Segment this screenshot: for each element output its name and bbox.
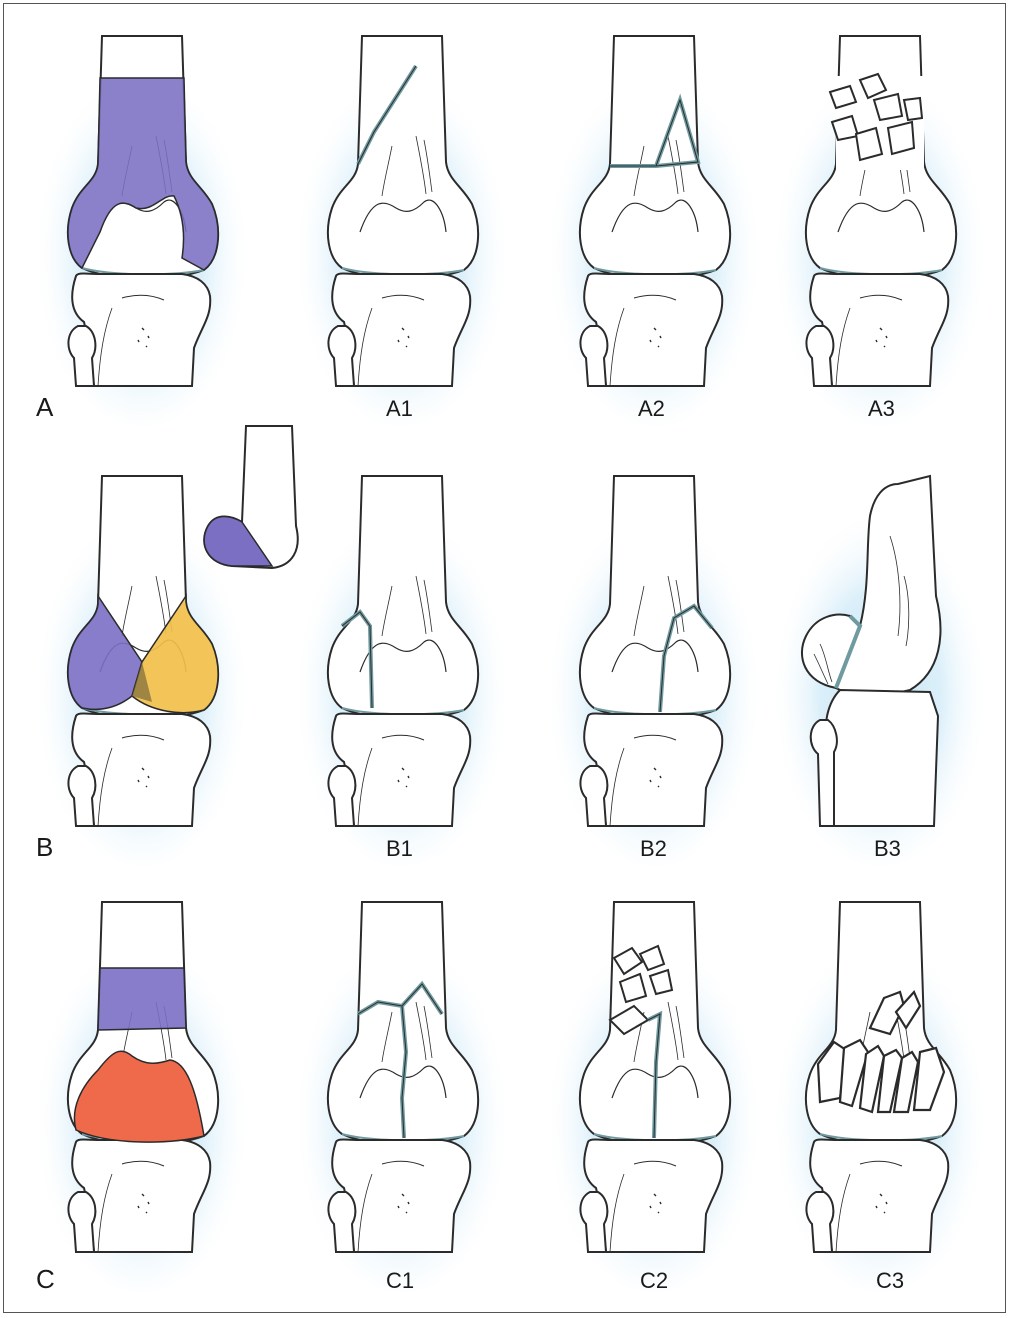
row-c xyxy=(32,902,990,1292)
fracture-line xyxy=(834,614,863,689)
coronal-plane-zone xyxy=(203,515,274,567)
hoffa-fragment xyxy=(801,613,862,690)
lateral-view-inset xyxy=(203,425,299,570)
comminuted-fragments xyxy=(816,989,946,1114)
panel-a3 xyxy=(770,36,990,426)
panel-b xyxy=(32,425,299,866)
row-label-c: C xyxy=(36,1264,55,1294)
panel-label-c3: C3 xyxy=(876,1268,904,1293)
row-a xyxy=(32,36,990,426)
panel-c3 xyxy=(770,902,990,1292)
figure-frame: A A1 A2 A3 B B1 B2 B3 C C1 C2 C3 xyxy=(3,3,1006,1313)
articular-surface-zone xyxy=(73,1050,205,1143)
panel-label-a3: A3 xyxy=(868,396,895,421)
row-b xyxy=(32,425,990,866)
medial-condyle-zone xyxy=(67,593,143,711)
panel-c2 xyxy=(544,902,764,1292)
panel-b1 xyxy=(292,476,512,866)
row-label-a: A xyxy=(36,392,54,422)
panel-b3 xyxy=(770,474,990,866)
panel-c1 xyxy=(292,902,512,1292)
panel-a2 xyxy=(544,36,764,426)
panel-label-c1: C1 xyxy=(386,1268,414,1293)
panel-label-a1: A1 xyxy=(386,396,413,421)
comminuted-fragments xyxy=(608,944,674,1036)
lateral-condyle-zone xyxy=(131,593,219,714)
panel-labels: A A1 A2 A3 B B1 B2 B3 C C1 C2 C3 xyxy=(36,392,904,1294)
row-label-b: B xyxy=(36,832,53,862)
metaphyseal-zone xyxy=(97,967,187,1031)
panel-label-a2: A2 xyxy=(638,396,665,421)
panel-b2 xyxy=(544,476,764,866)
panel-label-b2: B2 xyxy=(640,836,667,861)
panel-label-b3: B3 xyxy=(874,836,901,861)
comminuted-fragments xyxy=(828,72,924,170)
panel-a1 xyxy=(292,36,512,426)
panel-c xyxy=(32,902,252,1292)
panel-label-c2: C2 xyxy=(640,1268,668,1293)
panel-label-b1: B1 xyxy=(386,836,413,861)
fracture-classification-figure: A A1 A2 A3 B B1 B2 B3 C C1 C2 C3 xyxy=(32,4,990,1294)
panel-a xyxy=(32,36,252,426)
extra-articular-zone xyxy=(67,77,219,271)
